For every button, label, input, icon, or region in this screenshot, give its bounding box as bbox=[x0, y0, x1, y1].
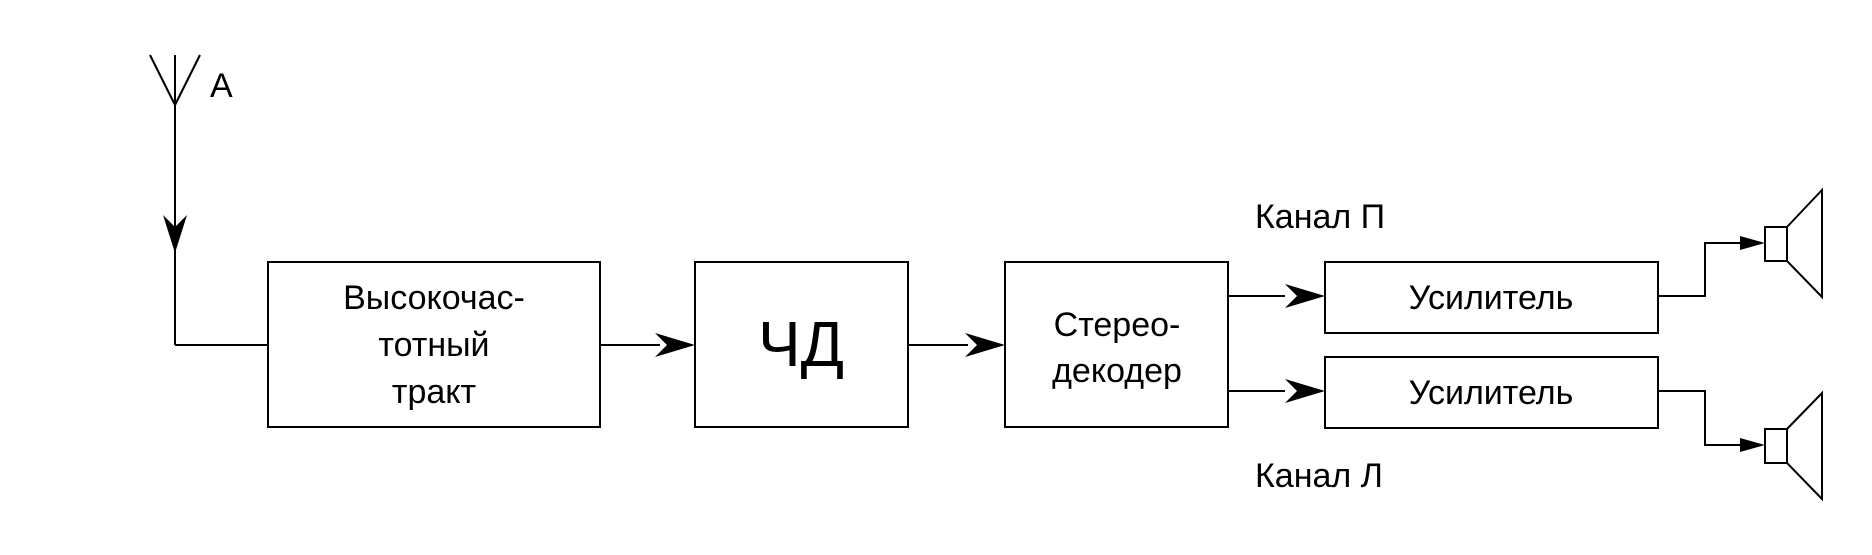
block-amplifier-left-label: Усилитель bbox=[1409, 374, 1574, 412]
block-stereo-decoder bbox=[1004, 261, 1229, 428]
antenna-arrow bbox=[163, 215, 187, 253]
antenna-label: А bbox=[210, 67, 233, 105]
speaker-right-icon bbox=[1764, 187, 1823, 300]
arrow-to-speaker-left bbox=[1740, 438, 1765, 452]
block-stereo-label-line2: декодер bbox=[1052, 352, 1182, 390]
block-fm-detector bbox=[694, 261, 909, 428]
arrow-stereo-to-amp-left bbox=[1285, 379, 1325, 403]
block-rf-label-line2: тотный bbox=[378, 326, 489, 364]
arrow-to-speaker-right bbox=[1740, 236, 1765, 250]
wire-amp-to-speaker-left bbox=[1658, 390, 1740, 446]
block-rf-tract bbox=[267, 261, 601, 428]
channel-left-label: Канал Л bbox=[1255, 457, 1383, 495]
block-rf-label-line3: тракт bbox=[392, 373, 476, 411]
block-amplifier-right-label: Усилитель bbox=[1409, 279, 1574, 317]
block-fm-detector-label: ЧД bbox=[758, 308, 844, 380]
arrow-detector-to-stereo bbox=[965, 333, 1005, 357]
block-rf-label-line1: Высокочас- bbox=[343, 279, 525, 317]
antenna-symbol bbox=[149, 54, 201, 345]
wire-amp-to-speaker-right bbox=[1658, 242, 1740, 297]
block-amplifier-right bbox=[1324, 261, 1659, 334]
arrow-stereo-to-amp-right bbox=[1285, 284, 1325, 308]
speaker-left-icon bbox=[1764, 390, 1823, 502]
block-amplifier-left bbox=[1324, 356, 1659, 429]
channel-right-label: Канал П bbox=[1255, 198, 1385, 236]
block-stereo-label-line1: Стерео- bbox=[1054, 306, 1181, 344]
arrow-rf-to-detector bbox=[655, 333, 695, 357]
